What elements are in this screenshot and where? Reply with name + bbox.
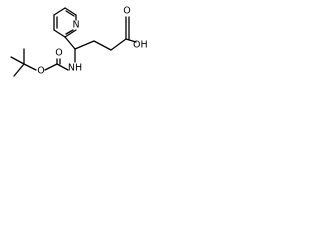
bond-ch2-2-to-carboxyl-carbon [110, 38, 127, 51]
amine-label: NH [68, 63, 82, 74]
chemical-structure-diagram: N O OH NH O O [0, 0, 153, 98]
bond-alpha-to-ch2-1 [74, 40, 95, 50]
ring-bond-c1-c2 [53, 29, 66, 38]
carbonyl-oxygen-label: O [123, 6, 130, 17]
bond-carbamate-carbon-to-ester-o [44, 63, 58, 71]
boc-carbamate-group [10, 48, 76, 77]
bond-ch2-1-to-ch2-2 [93, 40, 112, 51]
ring-double-bond-3 [65, 29, 74, 35]
ring-nitrogen-label: N [72, 20, 79, 31]
butanoic-acid-chain [64, 16, 137, 51]
ring-double-bond-2 [65, 10, 75, 17]
ring-bond-n-c1 [64, 29, 77, 38]
bond-ring-to-alpha-carbon [64, 36, 76, 50]
ring-bond-c3-c4 [53, 7, 66, 16]
molecule-drawing: N O OH NH O O [10, 6, 148, 77]
ring-bond-c4-c5 [64, 7, 77, 16]
tbutyl-methyl-1 [10, 56, 25, 65]
hydroxyl-label: OH [133, 40, 148, 51]
tbutyl-methyl-3 [13, 63, 25, 77]
bond-ester-o-to-quaternary-c [23, 63, 37, 71]
bond-carboxyl-to-hydroxyl [125, 38, 137, 43]
carbamate-carbonyl-oxygen-label: O [55, 48, 62, 59]
pyridine-ring [53, 7, 77, 38]
bond-nh-to-carbamate-carbon [56, 63, 69, 71]
carbamate-ester-oxygen-label: O [37, 66, 44, 77]
